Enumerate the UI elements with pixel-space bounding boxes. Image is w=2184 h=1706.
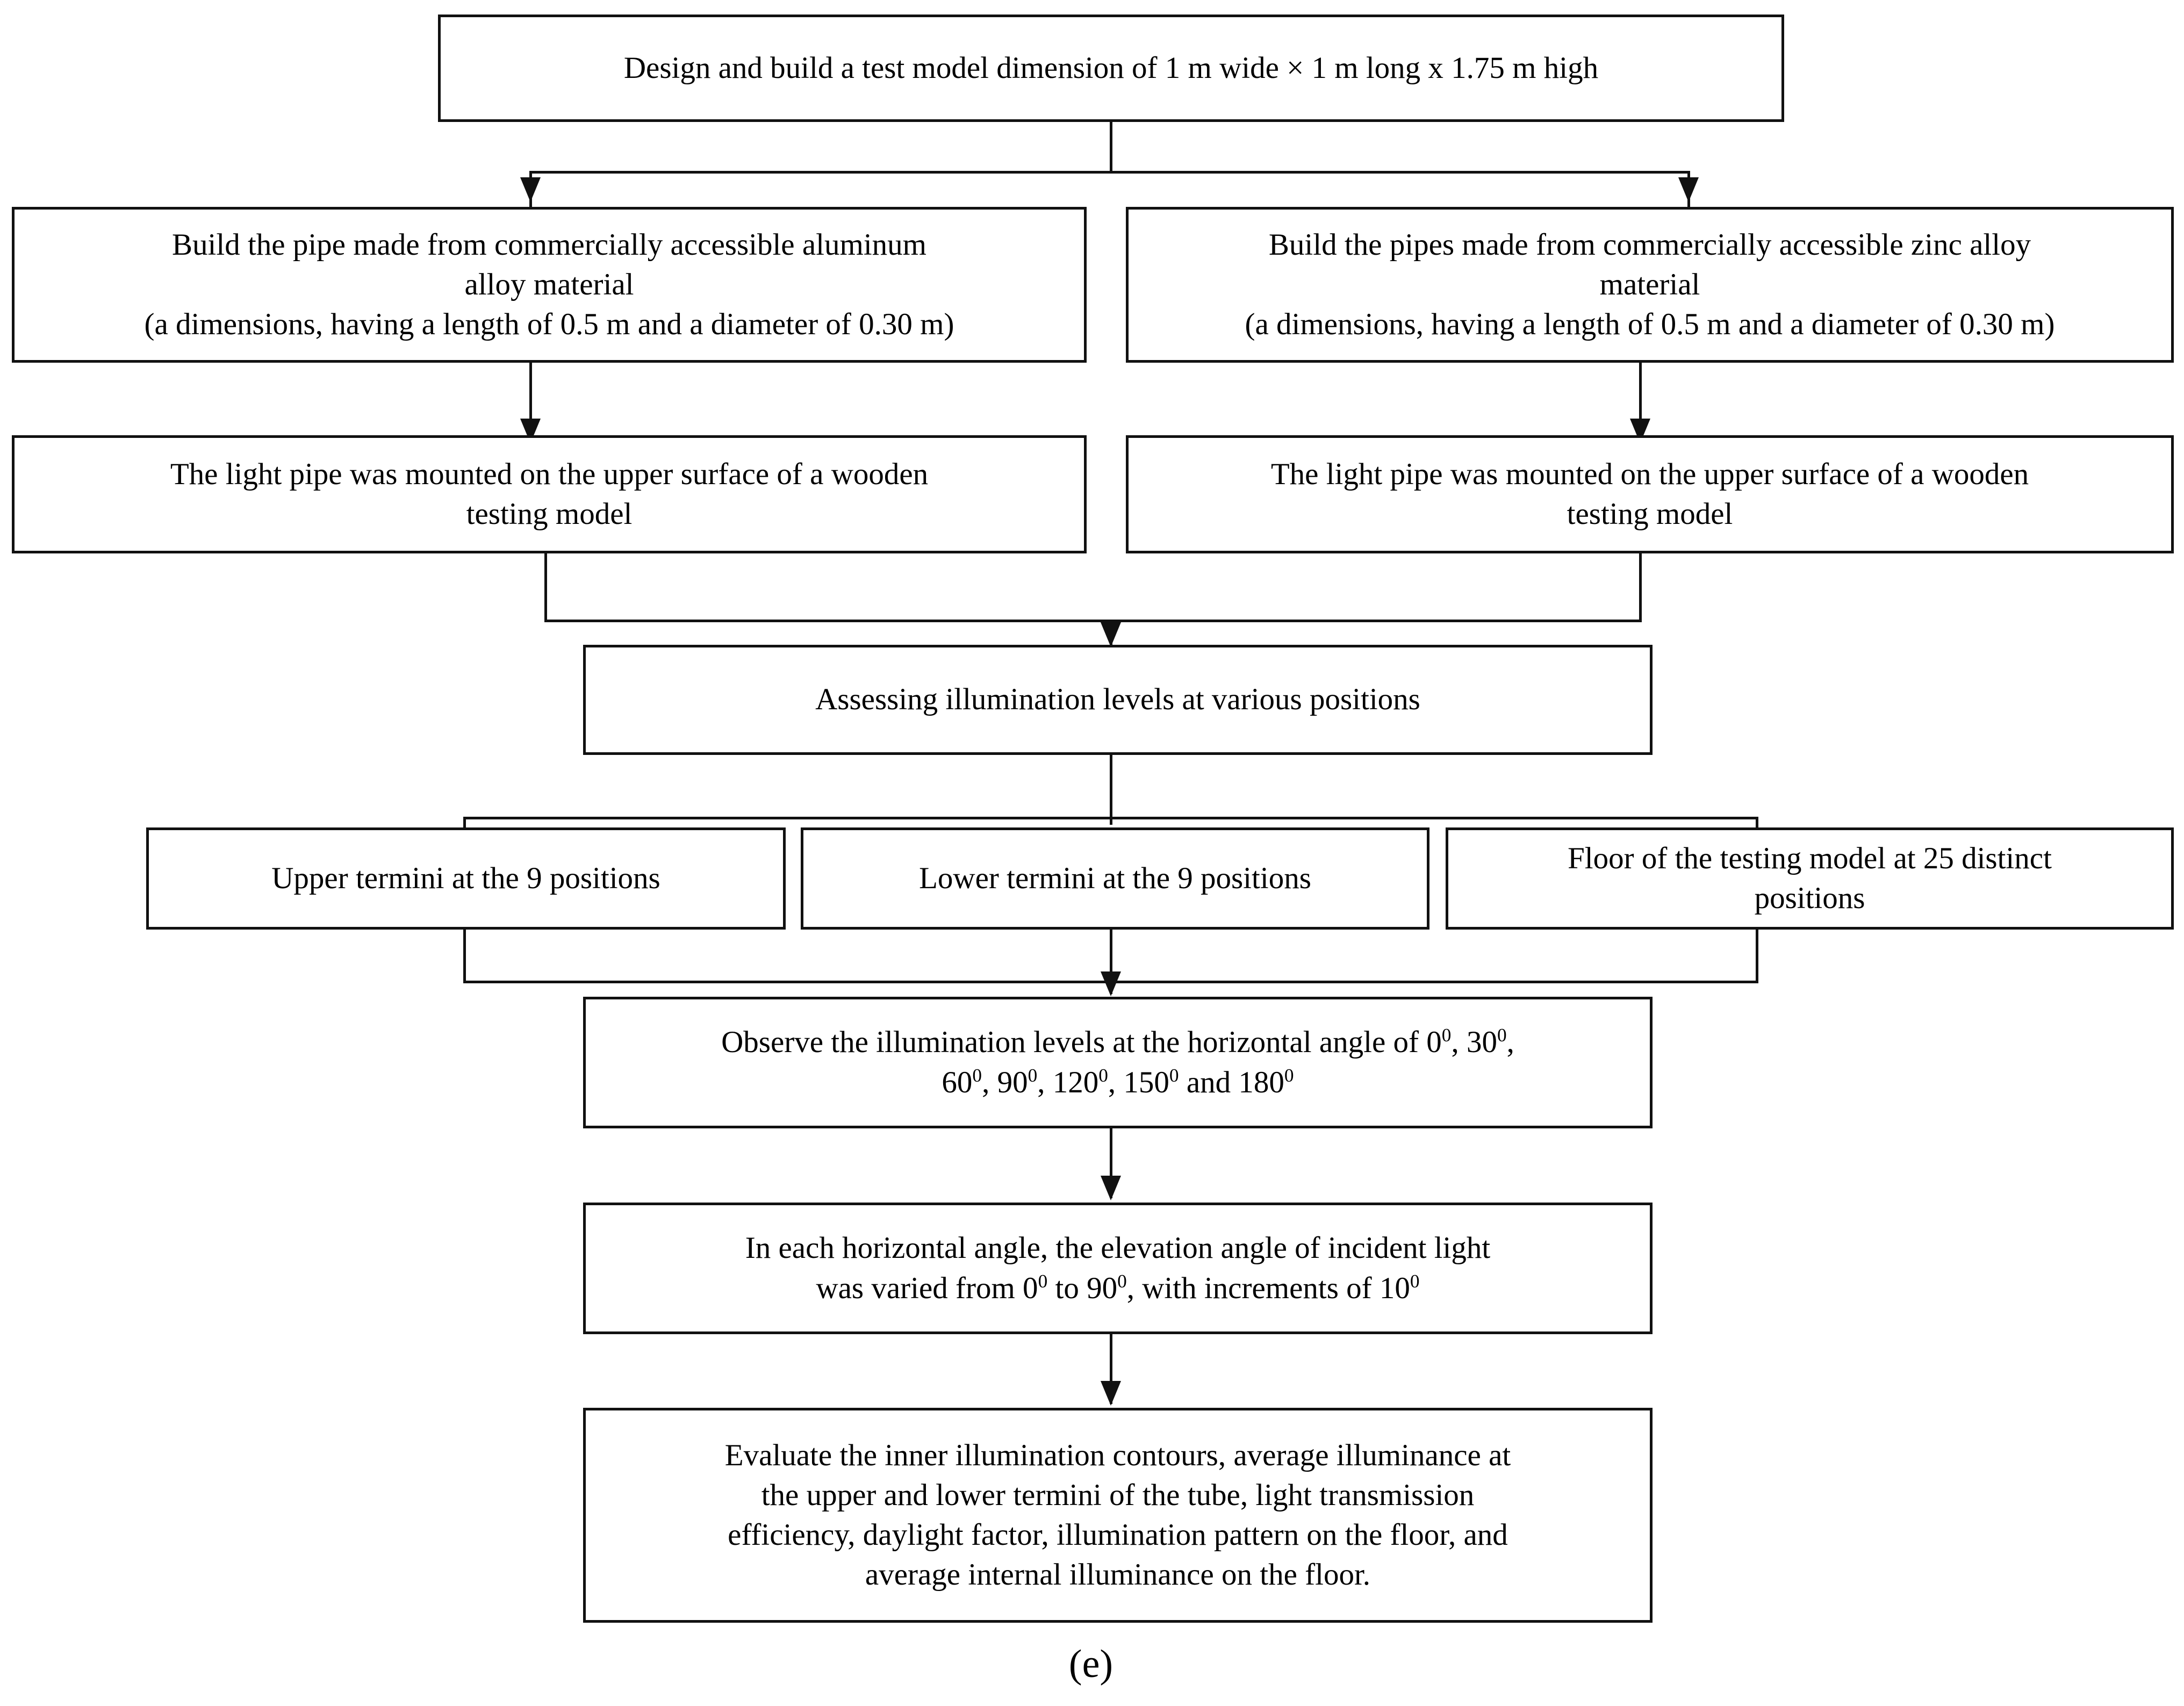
node-lower-termini: Lower termini at the 9 positions xyxy=(801,827,1429,930)
node-elevation-angle-line-1: In each horizontal angle, the elevation … xyxy=(745,1231,1491,1265)
arrow-to-aluminum-pipe xyxy=(520,177,541,202)
node-observe-horizontal: Observe the illumination levels at the h… xyxy=(583,997,1653,1128)
degree-symbol-0: 0 xyxy=(1441,1025,1452,1046)
node-assess-levels-line-1: Assessing illumination levels at various… xyxy=(815,682,1420,717)
node-zinc-pipe-line-3: (a dimensions, having a length of 0.5 m … xyxy=(1245,307,2055,342)
node-floor-positions-line-1: Floor of the testing model at 25 distinc… xyxy=(1568,841,2052,875)
observe-line1-part-b: , 30 xyxy=(1451,1025,1497,1060)
node-aluminum-pipe-line-2: alloy material xyxy=(464,267,634,301)
node-aluminum-pipe-line-3: (a dimensions, having a length of 0.5 m … xyxy=(144,307,954,342)
degree-symbol-60: 0 xyxy=(972,1064,982,1086)
observe-line2-part-a: 60 xyxy=(942,1065,973,1099)
elevation-line2-part-a: was varied from 0 xyxy=(816,1271,1038,1305)
node-evaluate-results-line-3: efficiency, daylight factor, illuminatio… xyxy=(728,1518,1508,1552)
connector-elevation-to-evaluate xyxy=(1110,1334,1112,1404)
connector-floor-positions-down xyxy=(1756,930,1758,983)
node-zinc-pipe-line-1: Build the pipes made from commercially a… xyxy=(1268,227,2031,262)
observe-line2-part-b: , 90 xyxy=(982,1065,1028,1099)
node-mount-right-line-1: The light pipe was mounted on the upper … xyxy=(1270,457,2029,491)
node-evaluate-results-line-1: Evaluate the inner illumination contours… xyxy=(724,1438,1511,1472)
node-observe-horizontal-line-1: Observe the illumination levels at the h… xyxy=(598,1023,1638,1062)
connector-mount-right-down xyxy=(1639,553,1642,622)
node-design-model: Design and build a test model dimension … xyxy=(438,15,1784,122)
node-floor-positions: Floor of the testing model at 25 distinc… xyxy=(1446,827,2174,930)
connector-observe-to-elevation xyxy=(1110,1128,1112,1198)
degree-symbol-90: 0 xyxy=(1028,1064,1038,1086)
split-bar-top xyxy=(529,171,1690,174)
node-aluminum-pipe: Build the pipe made from commercially ac… xyxy=(12,207,1087,363)
degree-symbol-elev-0: 0 xyxy=(1038,1270,1048,1292)
connector-zinc-to-mount xyxy=(1639,363,1642,422)
degree-symbol-180: 0 xyxy=(1284,1064,1294,1086)
node-evaluate-results-line-4: average internal illuminance on the floo… xyxy=(865,1558,1371,1592)
degree-symbol-30: 0 xyxy=(1497,1025,1507,1046)
connector-assess-to-split3 xyxy=(1110,755,1112,825)
degree-symbol-120: 0 xyxy=(1098,1064,1108,1086)
merge-bar-mounts xyxy=(544,620,1642,622)
node-mount-left-line-2: testing model xyxy=(466,497,633,531)
node-mount-left: The light pipe was mounted on the upper … xyxy=(12,435,1087,553)
node-mount-right: The light pipe was mounted on the upper … xyxy=(1126,435,2174,553)
observe-line2-part-e: and 180 xyxy=(1179,1065,1284,1099)
observe-line2-part-c: , 120 xyxy=(1037,1065,1099,1099)
connector-mount-left-down xyxy=(544,553,547,622)
split-bar-three-way xyxy=(463,817,1758,819)
observe-line2-part-d: , 150 xyxy=(1108,1065,1169,1099)
connector-upper-termini-down xyxy=(463,930,466,983)
observe-line1-part-c: , xyxy=(1506,1025,1514,1060)
degree-symbol-elev-90: 0 xyxy=(1117,1270,1127,1292)
node-upper-termini: Upper termini at the 9 positions xyxy=(146,827,786,930)
node-floor-positions-line-2: positions xyxy=(1754,881,1865,915)
elevation-line2-part-b: to 90 xyxy=(1047,1271,1118,1305)
node-upper-termini-line-1: Upper termini at the 9 positions xyxy=(271,861,660,895)
node-zinc-pipe-line-2: material xyxy=(1599,267,1700,301)
node-mount-right-line-2: testing model xyxy=(1567,497,1733,531)
arrow-to-elevation-angle xyxy=(1101,1176,1121,1200)
arrow-to-observe-horizontal xyxy=(1101,971,1121,996)
node-observe-horizontal-line-2: 600, 900, 1200, 1500 and 1800 xyxy=(598,1063,1638,1103)
node-evaluate-results: Evaluate the inner illumination contours… xyxy=(583,1408,1653,1623)
node-elevation-angle-line-2: was varied from 00 to 900, with incremen… xyxy=(598,1269,1638,1308)
node-aluminum-pipe-line-1: Build the pipe made from commercially ac… xyxy=(172,227,926,262)
arrow-to-evaluate-results xyxy=(1101,1381,1121,1406)
connector-design-to-split xyxy=(1110,122,1112,173)
arrow-to-zinc-pipe xyxy=(1678,177,1699,202)
observe-line1-part-a: Observe the illumination levels at the h… xyxy=(721,1025,1442,1060)
node-elevation-angle: In each horizontal angle, the elevation … xyxy=(583,1203,1653,1334)
connector-aluminum-to-mount xyxy=(529,363,532,422)
node-design-model-line-1: Design and build a test model dimension … xyxy=(623,51,1599,85)
figure-caption: (e) xyxy=(1068,1642,1113,1686)
node-assess-levels: Assessing illumination levels at various… xyxy=(583,645,1653,755)
elevation-line2-part-c: , with increments of 10 xyxy=(1126,1271,1410,1305)
node-evaluate-results-line-2: the upper and lower termini of the tube,… xyxy=(761,1478,1475,1512)
degree-symbol-150: 0 xyxy=(1169,1064,1179,1086)
node-lower-termini-line-1: Lower termini at the 9 positions xyxy=(919,861,1311,895)
arrow-to-assess-levels xyxy=(1101,622,1121,647)
node-mount-left-line-1: The light pipe was mounted on the upper … xyxy=(170,457,929,491)
degree-symbol-elev-10: 0 xyxy=(1410,1270,1420,1292)
connector-merge3-to-observe xyxy=(1110,930,1112,994)
node-zinc-pipe: Build the pipes made from commercially a… xyxy=(1126,207,2174,363)
